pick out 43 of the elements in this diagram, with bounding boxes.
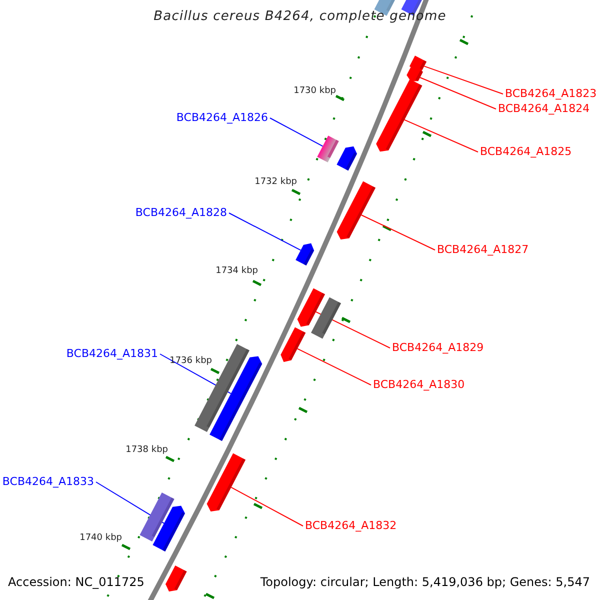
- leader-line: [228, 212, 302, 251]
- locus-tag-label: BCB4264_A1824: [498, 103, 590, 115]
- locus-tag-label: BCB4264_A1828: [135, 207, 227, 219]
- locus-tag-label: BCB4264_A1825: [480, 146, 572, 158]
- locus-tag-label: BCB4264_A1826: [176, 112, 268, 124]
- gene-feature: [206, 453, 246, 512]
- gene-feature: [317, 136, 339, 162]
- gene-feature: [280, 327, 306, 362]
- leader-line: [424, 66, 504, 94]
- scale-label: 1736 kbp: [170, 355, 212, 367]
- leader-line: [230, 486, 304, 526]
- leader-line: [360, 214, 436, 250]
- gene-feature: [297, 288, 325, 327]
- gene-feature: [336, 146, 357, 171]
- locus-tag-label: BCB4264_A1830: [373, 379, 465, 391]
- gene-feature: [194, 344, 250, 432]
- footer-note: Accession: NC_011725: [8, 575, 144, 590]
- locus-tag-label: BCB4264_A1827: [437, 244, 529, 256]
- footer-note: Topology: circular; Length: 5,419,036 bp; Genes: 5,547: [260, 575, 590, 590]
- gene-feature: [311, 297, 341, 339]
- locus-tag-label: BCB4264_A1833: [2, 476, 94, 488]
- scale-label: 1732 kbp: [254, 176, 297, 188]
- leader-line: [404, 119, 478, 152]
- locus-tag-label: BCB4264_A1829: [392, 342, 484, 354]
- locus-tag-label: BCB4264_A1832: [305, 520, 397, 532]
- gene-feature: [210, 356, 262, 442]
- leader-line: [420, 77, 496, 110]
- gene-feature: [166, 565, 187, 592]
- locus-tag-label: BCB4264_A1823: [505, 88, 597, 100]
- locus-tag-label: BCB4264_A1831: [66, 348, 158, 360]
- gene-feature: [296, 243, 314, 266]
- gene-feature: [376, 79, 422, 152]
- gene-feature: [336, 181, 376, 240]
- leader-line: [296, 348, 372, 386]
- gene-feature: [409, 56, 427, 72]
- scale-label: 1730 kbp: [294, 85, 336, 97]
- scale-label: 1734 kbp: [216, 265, 258, 277]
- gene-feature: [406, 66, 423, 82]
- scale-label: 1738 kbp: [126, 444, 168, 456]
- leader-line: [270, 118, 324, 147]
- gene-feature: [152, 506, 185, 552]
- gene-feature: [140, 492, 174, 542]
- scale-label: 1740 kbp: [80, 532, 122, 544]
